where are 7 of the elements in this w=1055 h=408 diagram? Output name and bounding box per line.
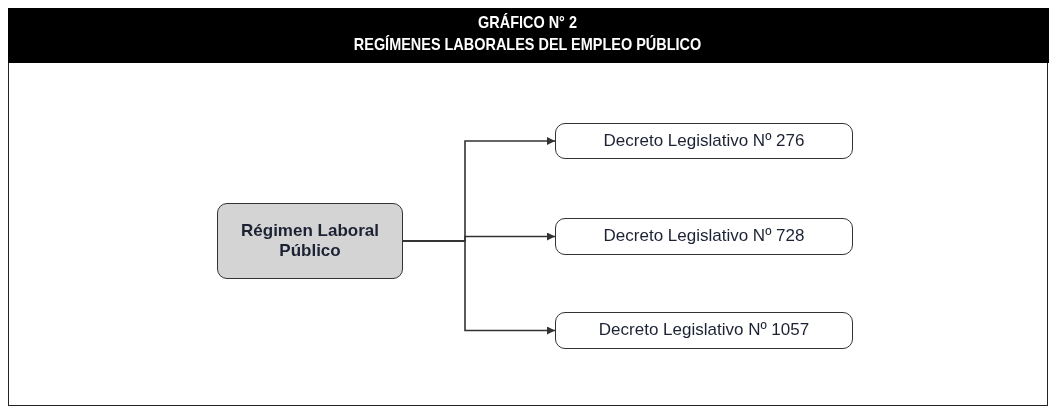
regime-box: Decreto Legislativo Nº 728 xyxy=(555,218,853,255)
regime-box: Decreto Legislativo Nº 1057 xyxy=(555,312,853,349)
connector-arrow xyxy=(402,240,556,335)
regime-box: Decreto Legislativo Nº 276 xyxy=(555,123,853,159)
chart-subtitle: REGÍMENES LABORALES DEL EMPLEO PÚBLICO xyxy=(352,35,703,55)
source-box: Régimen Laboral Público xyxy=(217,203,403,279)
chart-title: GRÁFICO N° 2 xyxy=(477,13,578,33)
